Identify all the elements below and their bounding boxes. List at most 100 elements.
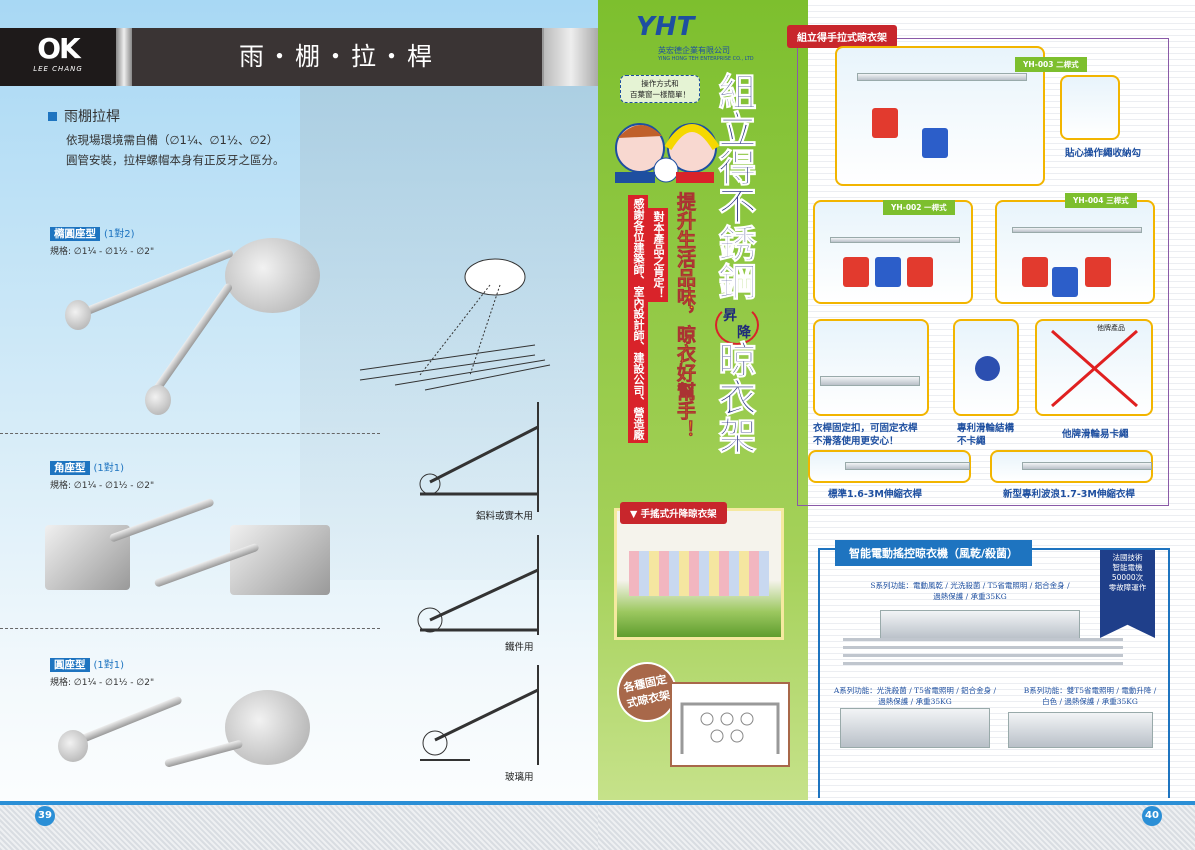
footer-pattern [598, 805, 1195, 850]
logo-text: LEE CHANG [33, 65, 83, 73]
type-oval-base: 橢圓座型 (1對2) 規格: ∅1¼ - ∅1½ - ∅2" [50, 222, 154, 257]
pull-section-ribbon: 組立得手拉式晾衣架 [787, 25, 897, 48]
slogan: 提升生活品味，晾衣好幫手！ [674, 192, 697, 440]
main-title-1: 組立得不銹鋼 [712, 72, 757, 301]
left-page: OK LEE CHANG 雨・棚・拉・桿 雨棚拉桿 依現場環境需自備（∅1¼、∅… [0, 0, 598, 850]
yh004-product-box [995, 200, 1155, 304]
shirt-image [922, 128, 948, 158]
shirt-image [843, 257, 869, 287]
crank-section-ribbon: ▼ 手搖式升降晾衣架 [620, 502, 727, 524]
page-number: 39 [35, 806, 55, 826]
model-label: YH-004 三桿式 [1065, 193, 1137, 208]
series-b-text: B系列功能：雙T5省電照明 / 電動升降 /白色 / 過熱保護 / 承重35KG [1010, 685, 1170, 707]
joint-image [58, 730, 88, 762]
type-tag: 圓座型 [50, 658, 90, 672]
a-series-machine-image [840, 708, 990, 748]
series-line: 過熱保護 / 承重35KG [878, 697, 952, 706]
square-base-image [230, 525, 330, 595]
caption-line: 不卡繩 [957, 436, 986, 447]
footer-line [598, 801, 1195, 805]
rod1-image [808, 450, 971, 483]
lee-chang-logo: OK LEE CHANG [0, 28, 116, 86]
section-heading-text: 雨棚拉桿 [64, 109, 120, 125]
page-title: 雨・棚・拉・桿 [238, 42, 435, 71]
bubble-line: 操作方式和 [641, 79, 679, 88]
shirt-image [1085, 257, 1111, 287]
down-arrow-icon: ▼ [630, 509, 641, 520]
badge-line: 50000次 [1111, 573, 1144, 582]
diagram-label: 玻璃用 [505, 772, 534, 783]
s-series-rods-image [843, 638, 1123, 666]
type-spec: 規格: ∅1¼ - ∅1½ - ∅2" [50, 481, 155, 491]
series-line: B系列功能：雙T5省電照明 / 電動升降 / [1023, 686, 1157, 695]
rod2-caption: 新型專利波浪1.7-3M伸縮衣桿 [1003, 489, 1135, 500]
footer-pattern [0, 805, 598, 850]
clip-image [813, 319, 929, 416]
other-caption: 他牌滑輪易卡繩 [1062, 429, 1129, 440]
type-square-base: 角座型(1對1) 規格: ∅1¼ - ∅1½ - ∅2" [50, 456, 154, 491]
diagram-glass: 玻璃用 [410, 665, 550, 795]
divider [0, 433, 380, 434]
logo-mark: OK [37, 32, 81, 65]
shirt-image [1052, 267, 1078, 297]
shirt-image [907, 257, 933, 287]
caption-line: 衣桿固定扣，可固定衣桿 [813, 423, 918, 434]
diagram-label: 鋁料或實木用 [476, 511, 534, 522]
diagram-label: 鐵件用 [505, 642, 534, 653]
shirt-image [1022, 257, 1048, 287]
type-ratio: (1對1) [93, 660, 125, 671]
caption-line: 不滑落使用更安心！ [813, 436, 899, 447]
shirt-image [875, 257, 901, 287]
b-series-machine-image [1008, 712, 1153, 748]
diagram-aluminium-wood: 鋁料或實木用 [410, 402, 550, 532]
crank-rack-photo [614, 508, 784, 640]
series-s-text: S系列功能：電動風乾 / 光洗殺菌 / T5省電照明 / 鋁合金身 /過熱保護 … [850, 580, 1090, 602]
steel-divider [116, 28, 132, 86]
cartoon-family-illustration [615, 123, 720, 183]
series-line: S系列功能：電動風乾 / 光洗殺菌 / T5省電照明 / 鋁合金身 / [870, 581, 1070, 590]
series-line: A系列功能：光洗殺菌 / T5省電照明 / 鋁合金身 / [833, 686, 997, 695]
clip-caption: 衣桿固定扣，可固定衣桿不滑落使用更安心！ [813, 422, 918, 448]
caption-line: 專利滑輪結構 [957, 423, 1015, 434]
fixed-rack-image [670, 682, 790, 767]
type-spec: 規格: ∅1¼ - ∅1½ - ∅2" [50, 247, 155, 257]
rod-image [108, 497, 215, 543]
joint-image [145, 385, 171, 415]
thanks-line-2: 感謝各位建築師、室內設計師、建設公司、營造廠 [628, 195, 648, 443]
crank-section-label: 手搖式升降晾衣架 [640, 509, 717, 520]
type-tag: 角座型 [50, 461, 90, 475]
yh003-product-box [835, 46, 1045, 186]
type-ratio: (1對2) [104, 229, 135, 240]
rod-shape [845, 462, 970, 470]
rod-image [820, 376, 920, 386]
other-brand-label: 他牌產品 [1097, 324, 1125, 332]
pull-section-frame [797, 38, 1169, 506]
type-round-base: 圓座型(1對1) 規格: ∅1¼ - ∅1½ - ∅2" [50, 653, 154, 688]
badge-line: 法國技術 [1112, 553, 1143, 562]
rod-image [146, 282, 234, 402]
main-title-2: 晾衣架 [712, 340, 757, 455]
company-name-cn: 英宏德企業有限公司 [658, 46, 730, 55]
rack-image [830, 237, 960, 243]
yht-logo: YHT [636, 12, 695, 42]
speech-bubble: 操作方式和百葉窗一樣簡單！ [620, 75, 700, 103]
pulley-shape [975, 356, 1000, 381]
rod-image [163, 739, 244, 768]
s-series-machine-image [880, 610, 1080, 640]
oval-base-plate-image [225, 238, 320, 313]
section-heading: 雨棚拉桿 [48, 106, 120, 126]
joint-image [65, 300, 91, 330]
rod-shape [1022, 462, 1152, 470]
cross-icon [1051, 329, 1138, 408]
rack-image [857, 73, 1027, 81]
type-tag: 橢圓座型 [50, 227, 100, 241]
divider [0, 628, 380, 629]
yh002-product-box [813, 200, 973, 304]
up-down-arrows-icon [715, 305, 759, 345]
hook-image [1060, 75, 1120, 140]
desc-line-2: 圓管安裝，拉桿螺帽本身有正反牙之區分。 [66, 153, 285, 167]
round-base-image [225, 690, 310, 765]
type-spec: 規格: ∅1¼ - ∅1½ - ∅2" [50, 678, 155, 688]
badge-line: 零故障運作 [1108, 583, 1147, 592]
